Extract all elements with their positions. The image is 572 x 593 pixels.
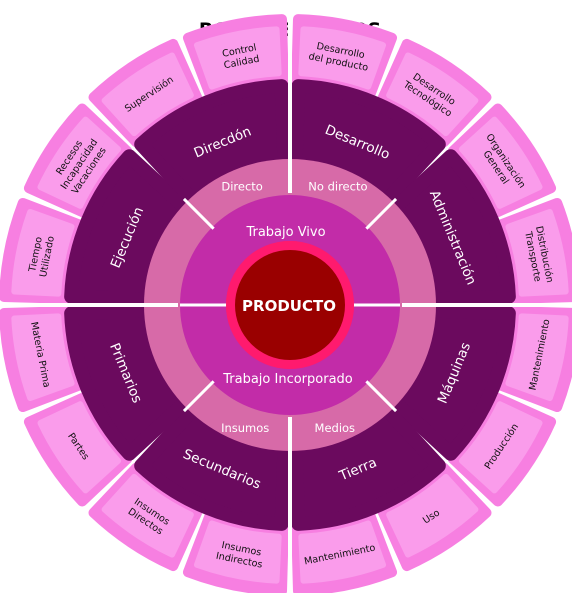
outer-petal-face: [193, 26, 282, 90]
ring-divider: [182, 197, 215, 230]
outer-petal-face: [298, 26, 387, 90]
outer-petal-face: [37, 401, 122, 494]
outer-petal-face: [193, 520, 282, 584]
outer-petal-face: [11, 313, 75, 402]
ring-label: No directo: [308, 179, 367, 193]
ring-divider: [182, 380, 215, 413]
ring-label: Medios: [315, 421, 356, 435]
dividers: [0, 13, 572, 593]
outer-petal-face: [386, 473, 479, 558]
outer-petal-face: [101, 473, 194, 558]
trabajo-vivo-label: Trabajo Vivo: [245, 225, 325, 240]
ring-label: Insumos: [221, 421, 269, 435]
outer-petal-face: [505, 313, 569, 402]
outer-petal-face: [101, 52, 194, 137]
outer-petal-face: [458, 116, 543, 209]
outer-petal-face: [386, 52, 479, 137]
outer-petal-face: [11, 208, 75, 297]
ring-label: Directo: [221, 179, 262, 193]
center-core: [235, 250, 345, 360]
ring-divider: [365, 380, 398, 413]
outer-petal-face: [505, 208, 569, 297]
ring-divider: [365, 197, 398, 230]
outer-petal-face: [37, 116, 122, 209]
center-label: PRODUCTO: [242, 297, 336, 315]
outer-petal-face: [458, 401, 543, 494]
outer-petal-face: [298, 520, 387, 584]
trabajo-incorporado-label: Trabajo Incorporado: [222, 372, 353, 387]
